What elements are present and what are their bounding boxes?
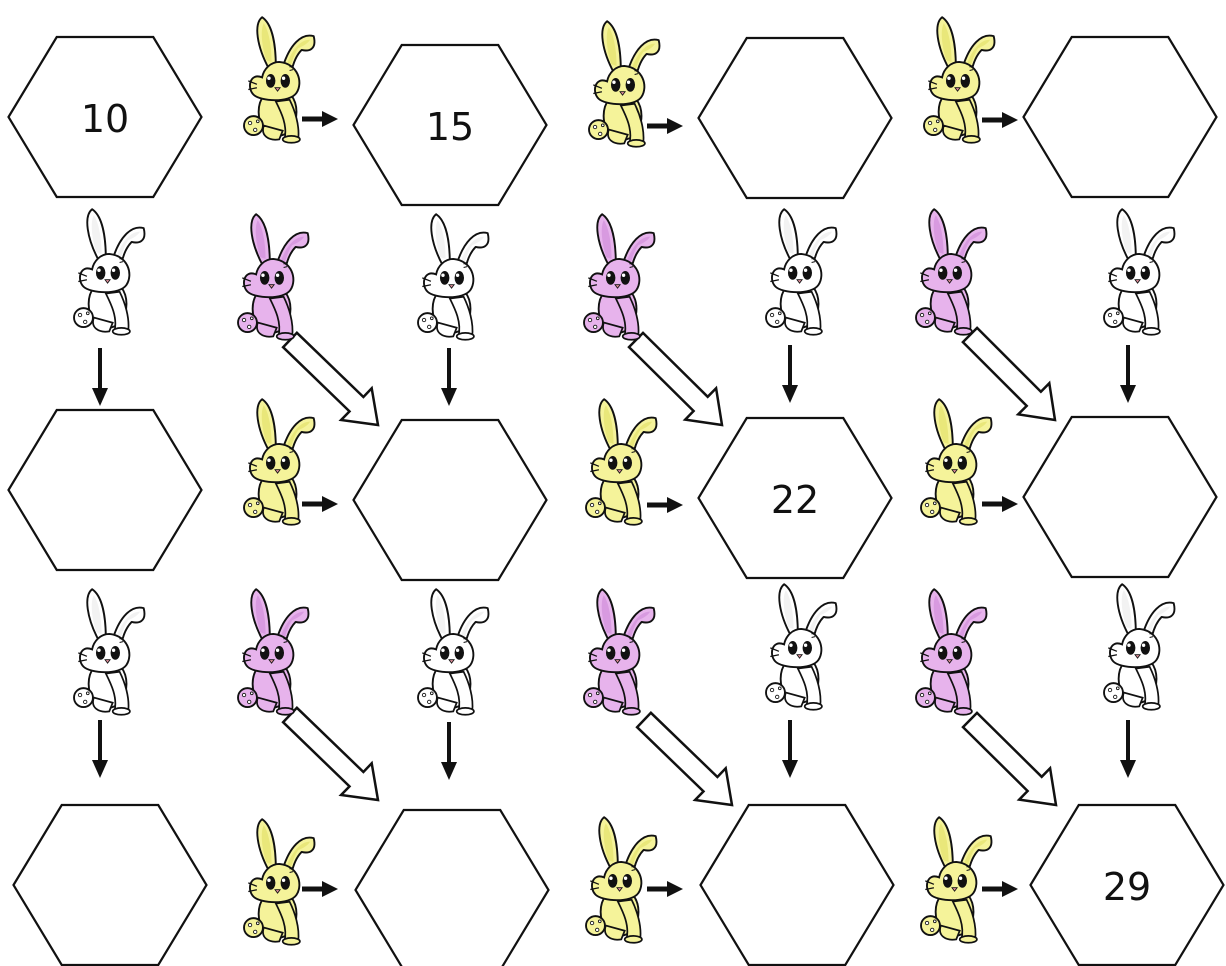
arrow-down-icon	[90, 346, 110, 408]
yellow-bunny-icon	[585, 398, 658, 526]
hexagon-shape	[699, 803, 895, 966]
hex-r1-c2: 15	[352, 43, 548, 207]
hex-r3-c1	[12, 803, 208, 966]
arrow-right-icon	[647, 881, 683, 897]
arrow-layer	[90, 111, 1138, 897]
white-bunny-icon	[417, 588, 490, 716]
hex-r2-c1	[7, 408, 203, 572]
hex-r2-c3: 22	[697, 416, 893, 580]
hex-r2-c2	[352, 418, 548, 582]
purple-bunny-icon	[915, 588, 988, 716]
purple-bunny-icon	[237, 213, 310, 341]
white-bunny-icon	[1103, 208, 1176, 336]
white-bunny-icon	[765, 208, 838, 336]
hexagon-shape	[354, 808, 550, 966]
bunny-layer	[73, 16, 1176, 946]
yellow-bunny-icon	[588, 20, 661, 148]
yellow-bunny-icon	[243, 398, 316, 526]
hexagon-value: 29	[1103, 865, 1151, 909]
arrow-diagonal-icon	[961, 711, 1058, 807]
yellow-bunny-icon	[923, 16, 996, 144]
yellow-bunny-icon	[585, 816, 658, 944]
hex-r1-c4	[1022, 35, 1218, 199]
hex-r3-c4: 29	[1029, 803, 1225, 966]
hexagon-value: 15	[426, 105, 474, 149]
hexagon-shape	[12, 803, 208, 966]
arrow-right-icon	[647, 497, 683, 513]
white-bunny-icon	[1103, 583, 1176, 711]
arrow-right-icon	[302, 496, 338, 512]
arrow-diagonal-icon	[281, 331, 380, 427]
white-bunny-icon	[73, 208, 146, 336]
hex-r2-c4	[1022, 415, 1218, 579]
arrow-right-icon	[982, 496, 1018, 512]
hexagon-shape	[7, 408, 203, 572]
arrow-down-icon	[780, 718, 800, 780]
hex-r1-c1: 10	[7, 35, 203, 199]
hexagon-value: 10	[81, 97, 129, 141]
white-bunny-icon	[73, 588, 146, 716]
hexagon-shape	[1022, 415, 1218, 579]
hexagon-shape	[352, 43, 548, 207]
arrow-right-icon	[302, 111, 338, 127]
hex-r3-c3	[699, 803, 895, 966]
arrow-right-icon	[647, 118, 683, 134]
hexagon-grid: 10 15 22 29	[7, 35, 1225, 966]
arrow-right-icon	[302, 881, 338, 897]
yellow-bunny-icon	[243, 16, 316, 144]
arrow-diagonal-icon	[635, 711, 734, 807]
hexagon-shape	[352, 418, 548, 582]
yellow-bunny-icon	[243, 818, 316, 946]
hexagon-shape	[7, 35, 203, 199]
arrow-down-icon	[439, 720, 459, 782]
hexagon-value: 22	[771, 478, 819, 522]
hexagon-shape	[1022, 35, 1218, 199]
arrow-right-icon	[982, 112, 1018, 128]
hex-r1-c3	[697, 36, 893, 200]
yellow-bunny-icon	[920, 398, 993, 526]
arrow-diagonal-icon	[281, 706, 380, 802]
arrow-right-icon	[982, 881, 1018, 897]
hex-r3-c2	[354, 808, 550, 966]
arrow-down-icon	[90, 718, 110, 780]
white-bunny-icon	[765, 583, 838, 711]
arrow-diagonal-icon	[961, 326, 1057, 422]
hexagon-shape	[1029, 803, 1225, 966]
arrow-diagonal-icon	[627, 331, 724, 427]
white-bunny-icon	[417, 213, 490, 341]
yellow-bunny-icon	[920, 816, 993, 944]
arrow-down-icon	[1118, 718, 1138, 780]
purple-bunny-icon	[583, 213, 656, 341]
purple-bunny-icon	[237, 588, 310, 716]
purple-bunny-icon	[583, 588, 656, 716]
arrow-down-icon	[780, 343, 800, 405]
purple-bunny-icon	[915, 208, 988, 336]
hexagon-shape	[697, 416, 893, 580]
hexagon-shape	[697, 36, 893, 200]
arrow-down-icon	[439, 346, 459, 408]
arrow-down-icon	[1118, 343, 1138, 405]
